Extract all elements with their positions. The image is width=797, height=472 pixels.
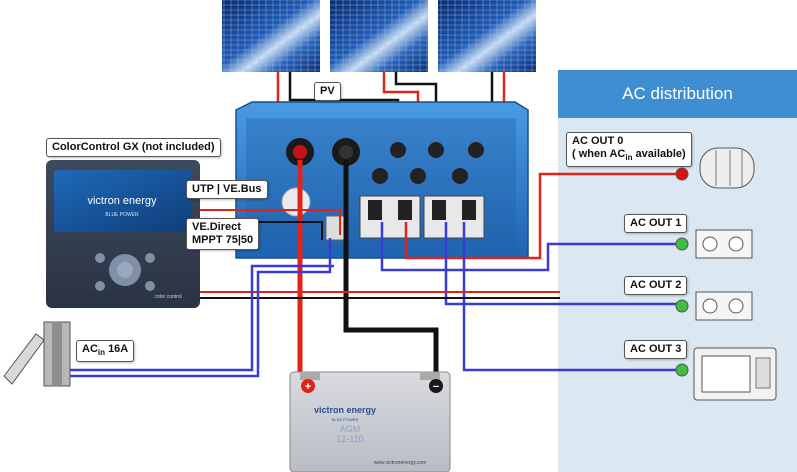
vedirect-line2: MPPT 75|50 [192,234,254,246]
battery-minus-symbol: − [433,381,439,393]
vedirect-line1: VE.Direct [192,221,241,233]
utp-vebus-label: UTP | VE.Bus [186,180,268,199]
vedirect-label: VE.Direct MPPT 75|50 [186,218,260,250]
pv-label: PV [314,82,341,101]
battery-brand: victron energy [314,405,376,415]
acin-sub: in [97,348,105,358]
acin-main: AC [82,343,98,355]
ac-out-0-line1: AC OUT 0 [572,135,624,147]
ac-out-1-label: AC OUT 1 [624,214,688,233]
battery-website: www.victronenergy.com [374,460,426,466]
ac-out-0-line2-sub: in [625,153,633,163]
shore-power-inlet-icon [3,321,71,387]
battery-plus-symbol: + [305,381,311,393]
ac-distribution-title: AC distribution [622,84,733,103]
ac-out-3-indicator [675,363,689,377]
solar-panel-icon [438,0,536,72]
battery-model-line1: AGM [340,424,361,434]
colorcontrol-label: ColorControl GX (not included) [46,138,221,157]
multiplus-inverter [235,101,529,259]
agm-battery [289,371,451,472]
battery-model-line2: 12-110 [336,434,363,444]
power-socket-icon [695,291,753,321]
ac-out-0-line2: ( when ACin available) [572,148,686,164]
ac-out-0-indicator [675,167,689,181]
boiler-icon [699,147,755,189]
ac-out-0-label: AC OUT 0 ( when ACin available) [566,132,692,168]
ac-out-wires [380,172,680,372]
ac-out-1-indicator [675,237,689,251]
acin-rating: 16A [108,343,129,355]
solar-panel-icon [222,0,320,72]
ac-out-2-indicator [675,299,689,313]
battery-negative-wire [343,160,439,378]
ac-out-0-line2-post: available) [632,148,686,160]
ac-distribution-header [558,70,797,118]
ac-out-2-label: AC OUT 2 [624,276,688,295]
ac-out-0-line2-pre: ( when AC [572,148,626,160]
ac-out-3-label: AC OUT 3 [624,340,688,359]
power-socket-icon [695,229,753,259]
cc-screen-tagline: BLUE POWER [105,212,139,218]
cc-body-brand: color control [154,294,181,300]
cc-screen-brand: victron energy [87,195,157,207]
microwave-icon [693,347,777,401]
ac-in-wires [70,238,334,378]
solar-panel-icon [330,0,428,72]
battery-tagline: BLUE POWER [332,417,359,422]
acin-label: ACin 16A [76,340,135,363]
colorcontrol-gx-device [46,160,200,308]
